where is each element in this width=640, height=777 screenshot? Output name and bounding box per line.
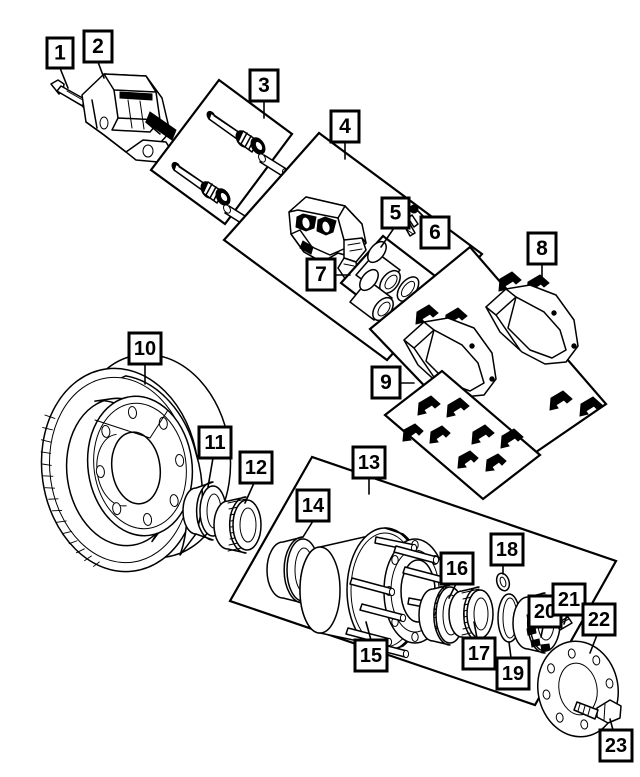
- callout-label-19: 19: [502, 663, 524, 685]
- callout-label-6: 6: [429, 221, 441, 244]
- callout-box-16[interactable]: [439, 551, 475, 586]
- callout-11[interactable]: 11: [197, 425, 233, 460]
- callout-box-14[interactable]: [295, 488, 331, 523]
- callout-box-21[interactable]: [551, 582, 587, 617]
- callout-18[interactable]: 18: [489, 532, 525, 567]
- callout-label-23: 23: [605, 735, 627, 757]
- callout-4[interactable]: 4: [329, 109, 361, 144]
- callout-label-7: 7: [315, 263, 327, 286]
- callout-box-18[interactable]: [489, 532, 525, 567]
- callout-box-12[interactable]: [238, 450, 274, 485]
- callout-label-14: 14: [302, 495, 325, 517]
- part-axle-shaft-flange-gasket: [536, 640, 620, 738]
- part-caliper-mounting-bolt: [50, 79, 90, 109]
- callout-box-9[interactable]: [370, 365, 402, 400]
- callout-14[interactable]: 14: [295, 488, 331, 523]
- part-brake-pad-set: [403, 271, 603, 450]
- callout-label-22: 22: [588, 609, 610, 631]
- callout-box-5[interactable]: [380, 196, 411, 230]
- part-flange-bolt: [573, 699, 622, 724]
- callout-21[interactable]: 21: [551, 582, 587, 617]
- callout-19[interactable]: 19: [495, 656, 531, 691]
- callout-box-3[interactable]: [248, 68, 280, 103]
- part-outer-wheel-bearing: [448, 586, 494, 642]
- part-caliper-mounting-bracket: [81, 73, 177, 163]
- part-bearing-o-ring: [495, 572, 511, 592]
- callout-16[interactable]: 16: [439, 551, 475, 586]
- callout-label-11: 11: [204, 432, 225, 454]
- callout-box-7[interactable]: [305, 257, 337, 292]
- callout-box-11[interactable]: [197, 425, 233, 460]
- callout-box-2[interactable]: [82, 29, 114, 64]
- callout-23[interactable]: 23: [598, 728, 634, 763]
- callout-22[interactable]: 22: [581, 602, 617, 637]
- callout-box-22[interactable]: [581, 602, 617, 637]
- callout-label-15: 15: [360, 645, 382, 667]
- part-pad-hardware-clip-kit: [402, 395, 524, 472]
- callout-label-1: 1: [54, 42, 66, 65]
- callout-15[interactable]: 15: [353, 638, 389, 673]
- panel-3: [149, 78, 294, 226]
- callout-10[interactable]: 10: [127, 331, 163, 366]
- part-caliper-housing: [288, 196, 367, 281]
- callout-box-15[interactable]: [353, 638, 389, 673]
- callout-box-6[interactable]: [419, 215, 451, 250]
- callout-label-12: 12: [245, 457, 267, 479]
- callout-label-13: 13: [358, 452, 380, 474]
- part-hub-assembly: [299, 527, 454, 659]
- callout-label-18: 18: [496, 539, 518, 561]
- callout-1[interactable]: 1: [45, 36, 75, 70]
- part-inner-wheel-bearing: [213, 496, 262, 554]
- callout-6[interactable]: 6: [419, 215, 451, 250]
- callout-label-17: 17: [468, 643, 490, 665]
- callout-label-4: 4: [339, 115, 351, 138]
- callout-box-19[interactable]: [495, 656, 531, 691]
- callout-17[interactable]: 17: [461, 636, 497, 671]
- callout-12[interactable]: 12: [238, 450, 274, 485]
- callout-label-21: 21: [558, 589, 580, 611]
- callout-label-3: 3: [258, 74, 270, 97]
- callout-3[interactable]: 3: [248, 68, 280, 103]
- callout-box-4[interactable]: [329, 109, 361, 144]
- callout-2[interactable]: 2: [82, 29, 114, 64]
- callout-box-10[interactable]: [127, 331, 163, 366]
- callout-box-17[interactable]: [461, 636, 497, 671]
- callout-5[interactable]: 5: [380, 196, 411, 230]
- callout-box-23[interactable]: [598, 728, 634, 763]
- part-brake-rotor: [40, 353, 232, 573]
- callout-box-8[interactable]: [526, 231, 558, 266]
- callout-label-2: 2: [92, 35, 104, 58]
- callout-label-16: 16: [446, 558, 468, 580]
- callout-7[interactable]: 7: [305, 257, 337, 292]
- callout-label-5: 5: [390, 202, 402, 225]
- callout-label-20: 20: [534, 601, 556, 623]
- callout-label-10: 10: [134, 338, 156, 360]
- callout-13[interactable]: 13: [351, 445, 387, 480]
- callout-label-9: 9: [380, 371, 392, 394]
- callout-box-13[interactable]: [351, 445, 387, 480]
- callout-label-8: 8: [536, 237, 548, 260]
- callout-9[interactable]: 9: [370, 365, 402, 400]
- callout-8[interactable]: 8: [526, 231, 558, 266]
- callout-box-1[interactable]: [45, 36, 75, 70]
